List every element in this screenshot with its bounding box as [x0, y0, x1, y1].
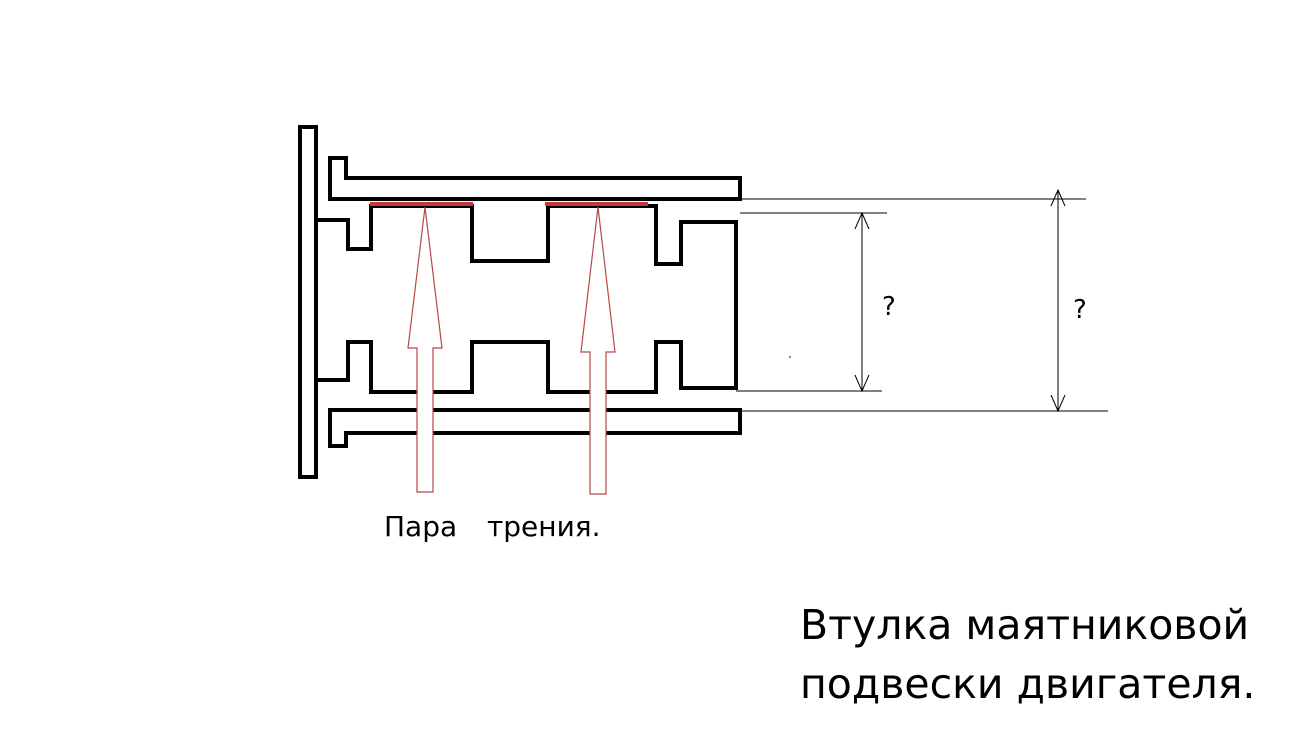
- outer-sleeve-bottom: [328, 408, 742, 448]
- friction-arrow-left: [407, 206, 443, 493]
- outer-sleeve-top: [328, 156, 742, 201]
- title-line-2: подвески двигателя.: [800, 660, 1256, 709]
- dimension-inner-label: ?: [882, 292, 896, 322]
- dimension-inner: [854, 211, 870, 393]
- title-line-1: Втулка маятниковой: [800, 601, 1250, 649]
- friction-pair-label: Пара трения.: [384, 510, 601, 543]
- dimension-outer-label: ?: [1073, 295, 1087, 325]
- stray-dot: [789, 356, 791, 358]
- inner-core: [314, 204, 738, 394]
- diagram-title: Втулка маятниковой подвески двигателя.: [800, 596, 1255, 715]
- mounting-flange: [298, 125, 318, 479]
- dimension-outer: [1050, 188, 1066, 413]
- friction-arrow-right: [580, 206, 616, 495]
